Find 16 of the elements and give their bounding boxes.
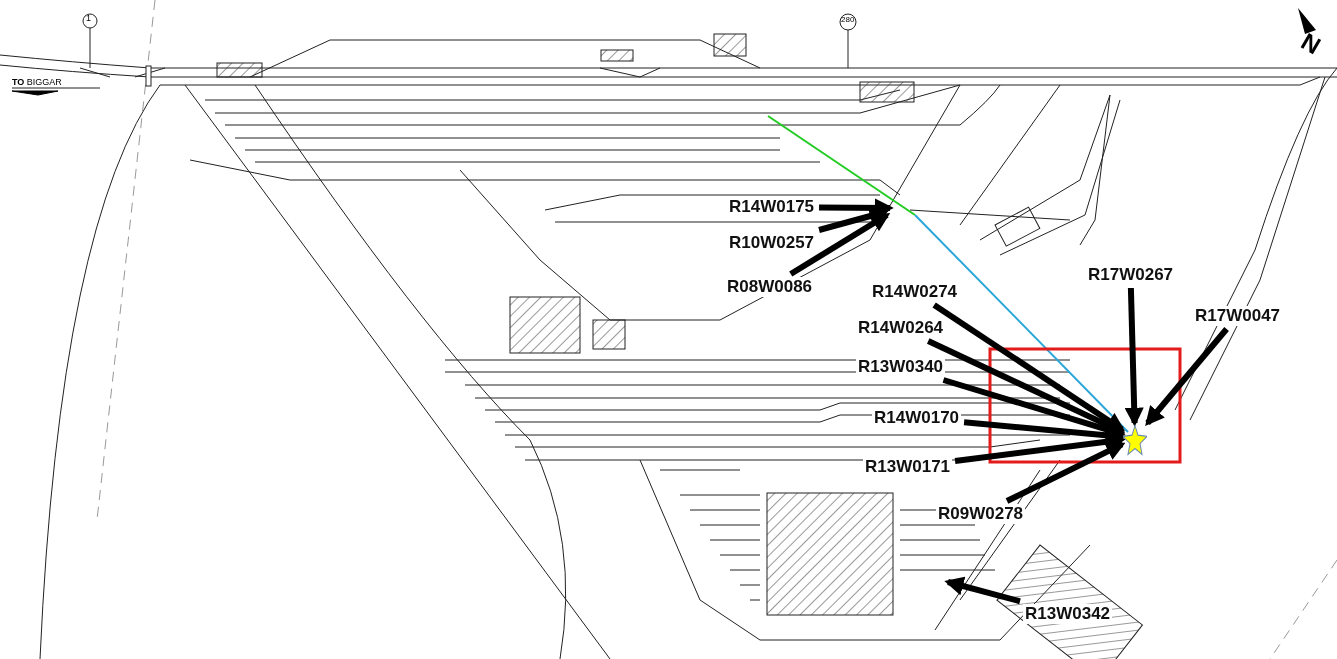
location-code-label: R13W0342 (1023, 604, 1113, 624)
north-letter: N (1297, 29, 1325, 59)
leader-arrow (1124, 287, 1144, 427)
leader-arrow (1005, 441, 1126, 504)
location-code-label: R17W0047 (1193, 306, 1283, 326)
leader-arrow (942, 377, 1126, 439)
direction-label: TO BIGGAR (12, 78, 62, 87)
location-code-label: R09W0278 (936, 504, 1026, 524)
milepost-number: 1 (86, 14, 91, 23)
leader-arrow (926, 338, 1126, 435)
leader-arrow (932, 302, 1126, 432)
milepost-number: 280 (841, 16, 855, 24)
location-code-label: R08W0086 (725, 277, 815, 297)
leader-arrow (944, 576, 1021, 605)
leader-arrow (789, 212, 891, 277)
leader-arrow (1145, 327, 1229, 426)
